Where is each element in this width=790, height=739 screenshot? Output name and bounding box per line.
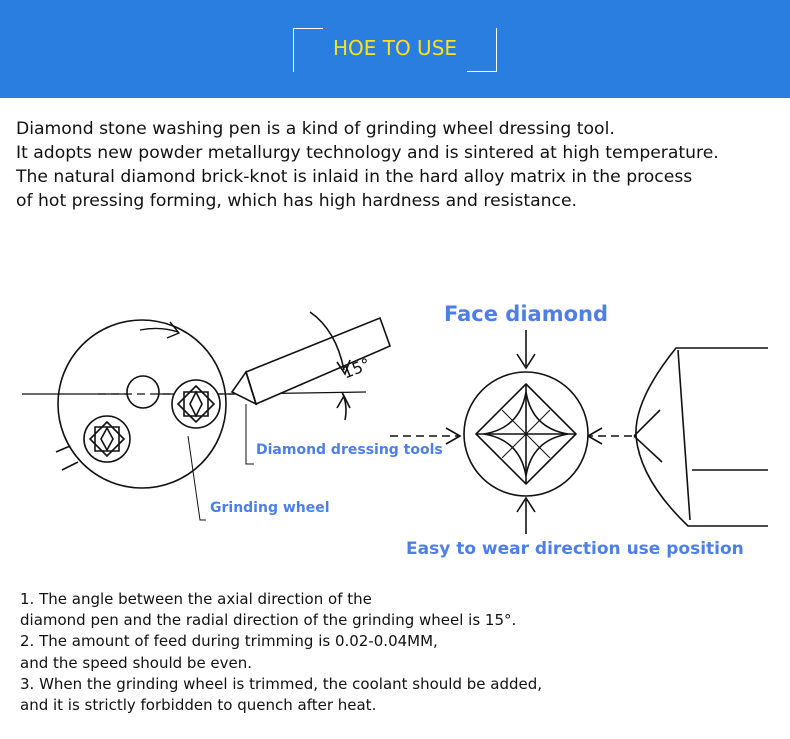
header-banner: HOE TO USE bbox=[0, 0, 790, 98]
dressing-diagram: 15° Diamond dressing tools Grinding whee… bbox=[22, 302, 768, 559]
intro-line: The natural diamond brick-knot is inlaid… bbox=[16, 167, 693, 187]
note-line: and it is strictly forbidden to quench a… bbox=[20, 696, 377, 715]
note-line: diamond pen and the radial direction of … bbox=[20, 611, 517, 630]
label-wear-direction: Easy to wear direction use position bbox=[406, 539, 744, 559]
intro-line: Diamond stone washing pen is a kind of g… bbox=[16, 119, 615, 139]
label-dressing-tools: Diamond dressing tools bbox=[256, 442, 443, 458]
grinding-wheel-illustration bbox=[22, 319, 367, 489]
face-diamond-illustration bbox=[390, 330, 632, 534]
label-grinding-wheel: Grinding wheel bbox=[210, 500, 330, 516]
label-face-diamond: Face diamond bbox=[444, 302, 608, 326]
side-view-illustration bbox=[633, 347, 768, 527]
note-line: 3. When the grinding wheel is trimmed, t… bbox=[20, 674, 543, 693]
page-title: HOE TO USE bbox=[332, 36, 458, 60]
intro-line: of hot pressing forming, which has high … bbox=[16, 191, 577, 211]
usage-notes: 1. The angle between the axial direction… bbox=[20, 589, 780, 716]
diamond-pen-illustration bbox=[230, 311, 392, 421]
intro-line: It adopts new powder metallurgy technolo… bbox=[16, 143, 719, 163]
intro-text: Diamond stone washing pen is a kind of g… bbox=[16, 117, 786, 213]
label-leaders bbox=[187, 404, 254, 521]
title-frame: HOE TO USE bbox=[293, 28, 497, 72]
note-line: 2. The amount of feed during trimming is… bbox=[20, 632, 438, 651]
note-line: 1. The angle between the axial direction… bbox=[20, 590, 372, 608]
note-line: and the speed should be even. bbox=[20, 653, 253, 672]
